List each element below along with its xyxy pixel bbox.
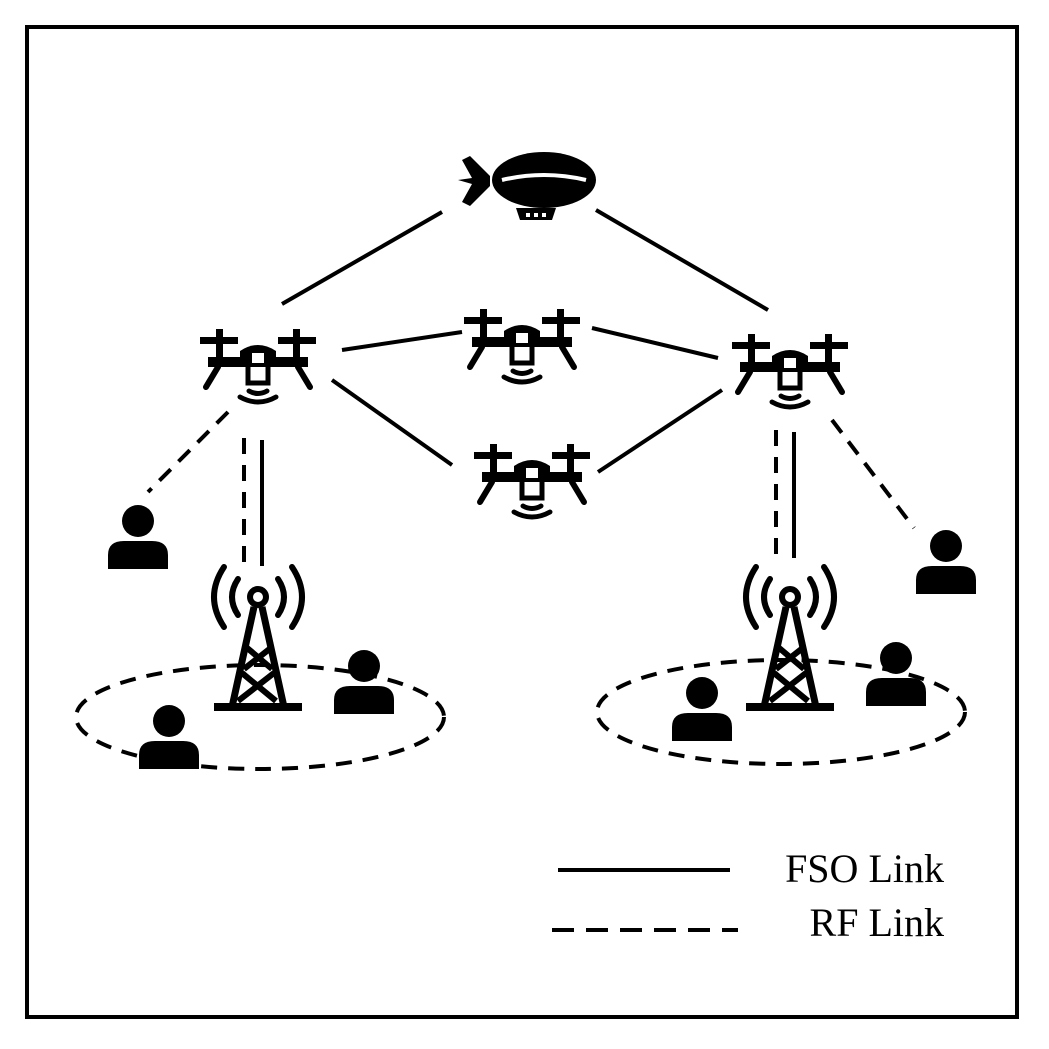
user-icon (334, 650, 394, 714)
drone-icon (732, 334, 848, 407)
rf-links (74, 410, 967, 771)
drone-icon (464, 309, 580, 382)
legend-fso-label: FSO Link (785, 846, 944, 891)
link-drone-center-bottom-drone-right (596, 388, 724, 474)
user-icon (672, 677, 732, 741)
legend-rf-label: RF Link (810, 900, 944, 945)
airship-icon (458, 152, 596, 220)
cell-tower-icon (746, 567, 834, 711)
drone-icon (200, 329, 316, 402)
coverage-area-left (74, 663, 446, 771)
legend: FSO Link RF Link (552, 846, 944, 945)
user-icon (139, 705, 199, 769)
link-drone-left-drone-center-bottom (330, 378, 454, 467)
fso-links (260, 208, 796, 566)
link-airship-drone-right (594, 208, 770, 312)
link-drone-left-drone-center-top (341, 330, 463, 352)
user-icon (916, 530, 976, 594)
link-drone-center-top-drone-right (591, 326, 719, 360)
cell-tower-icon (214, 567, 302, 711)
link-airship-drone-left (281, 210, 443, 306)
drone-icon (474, 444, 590, 517)
link-drone-right-user-right-outer (830, 418, 916, 530)
user-icon (866, 642, 926, 706)
coverage-area-right (595, 658, 967, 766)
link-drone-left-user-left-outer (146, 410, 230, 494)
user-icon (108, 505, 168, 569)
